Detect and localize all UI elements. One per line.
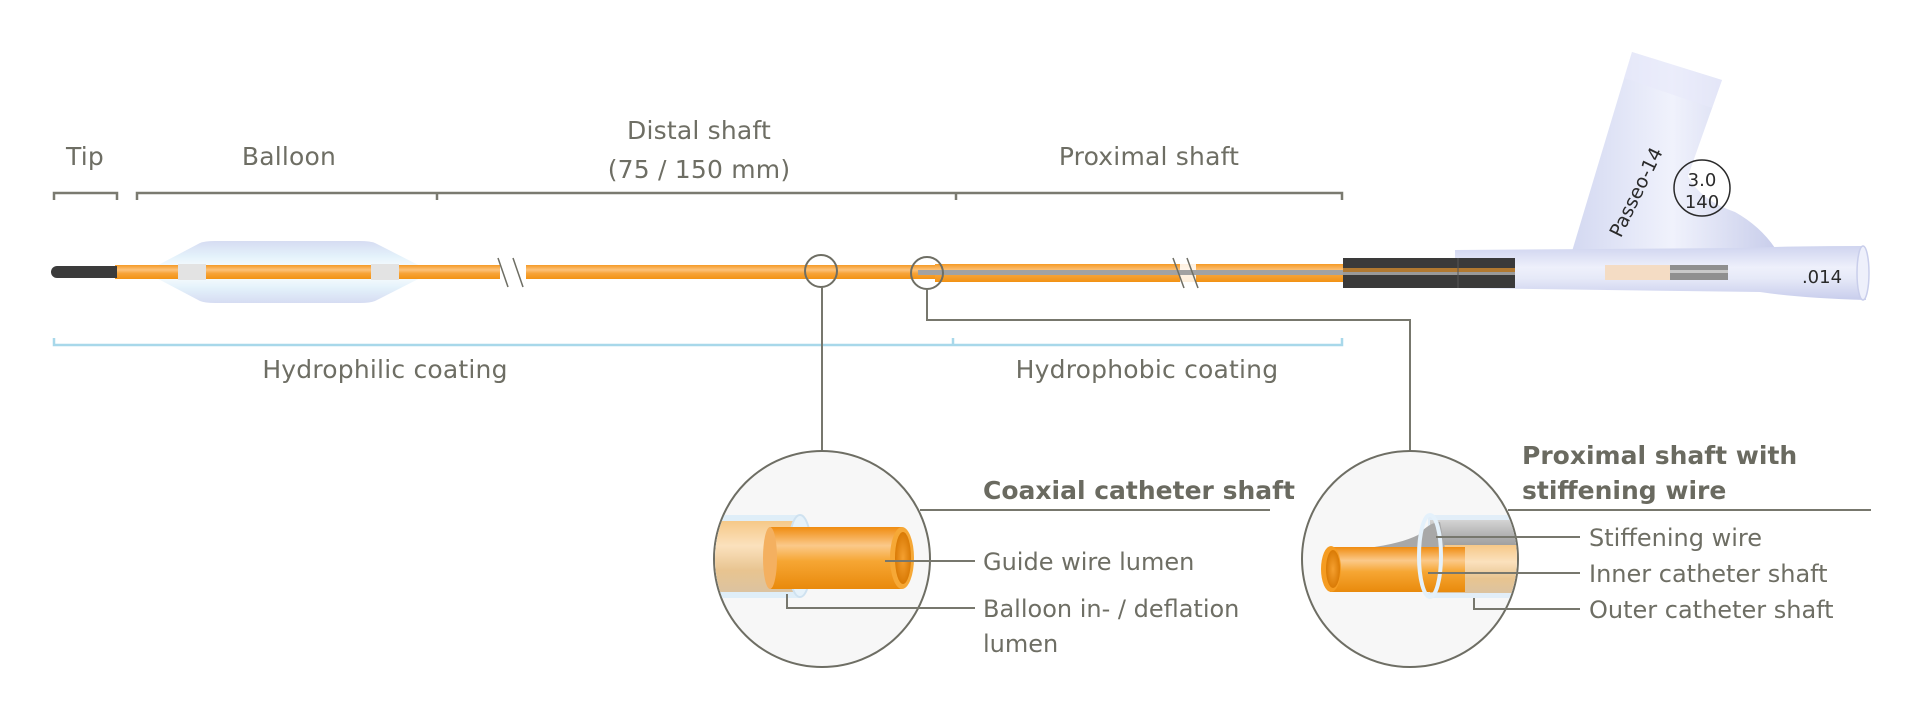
label-stiffening-wire: Stiffening wire [1589,524,1762,552]
label-inner-catheter-shaft: Inner catheter shaft [1589,560,1828,588]
break-mark-distal [497,257,526,288]
leader-proximal [926,289,1411,451]
guide-wire-tube [770,527,902,589]
balloon-length: 140 [1685,192,1719,213]
label-hydrophobic-coating: Hydrophobic coating [1016,355,1279,384]
side-port [1570,52,1775,260]
marker-band-proximal [371,264,399,280]
label-tip: Tip [65,142,104,171]
hub: 3.0 140 Passeo-14 .014 [1343,52,1870,301]
leader-balloon-lumen [786,594,975,609]
bracket-tip [52,191,119,200]
label-distal-shaft-length: (75 / 150 mm) [608,155,791,184]
break-mark-proximal [1172,257,1199,289]
heading-proximal-line2: stiffening wire [1522,476,1726,505]
inner-catheter-shaft [1330,547,1465,592]
stiffening-wire-detail [1367,522,1445,548]
bracket-main [135,191,1344,200]
guide-wire-lumen-opening [895,532,911,584]
stiffening-wire [918,270,1343,275]
coating-bracket [52,338,1344,347]
detail-proximal: Proximal shaft with stiffening wire Stif… [1301,441,1871,668]
inner-lumen-opening [1326,550,1340,588]
size-label-circle [1673,159,1731,217]
segment-brackets [52,191,1344,200]
heading-proximal-line1: Proximal shaft with [1522,441,1797,470]
label-distal-shaft: Distal shaft [627,116,771,145]
balloon-diameter: 3.0 [1688,170,1717,191]
marker-band-distal [178,264,206,280]
hub-inner-sleeve [1605,265,1670,280]
catheter-tip [51,266,117,278]
label-proximal-shaft: Proximal shaft [1059,142,1239,171]
label-outer-catheter-shaft: Outer catheter shaft [1589,596,1834,624]
label-balloon-lumen-2: lumen [983,630,1058,658]
heading-coaxial: Coaxial catheter shaft [983,476,1295,505]
label-balloon: Balloon [242,142,336,171]
leader-outer-shaft [1473,598,1580,610]
label-guide-wire-lumen: Guide wire lumen [983,548,1194,576]
label-balloon-lumen-1: Balloon in- / deflation [983,595,1239,623]
guidewire-size: .014 [1802,267,1842,288]
catheter: 3.0 140 Passeo-14 .014 [51,52,1870,303]
label-hydrophilic-coating: Hydrophilic coating [262,355,507,384]
detail-coaxial: Coaxial catheter shaft Guide wire lumen … [713,450,1295,668]
